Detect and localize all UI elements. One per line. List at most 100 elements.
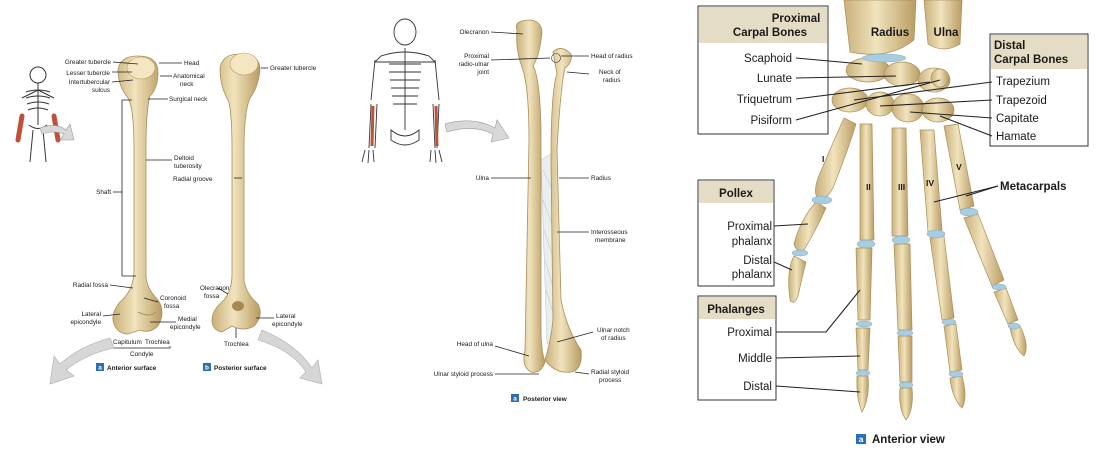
caption-posterior-surface: Posterior surface xyxy=(214,365,267,372)
proximal-carpal-title-line1: Proximal xyxy=(772,13,821,25)
label-ulnar-styloid-process: Ulnar styloid process xyxy=(434,371,493,378)
label-interosseous-membrane-line1: Interosseous xyxy=(591,229,628,236)
hand-panel: Proximal Carpal Bones Scaphoid Lunate Tr… xyxy=(690,0,1107,454)
label-radius: Radius xyxy=(871,27,909,39)
caption-anterior-surface: Anterior surface xyxy=(107,365,157,372)
pointer-arrow-icon xyxy=(39,123,75,141)
phalanges-box: Phalanges xyxy=(697,295,777,401)
pollex-box: Pollex xyxy=(697,179,775,287)
highlighted-humerus-icon xyxy=(15,113,25,143)
hand-figure: Proximal Carpal Bones Scaphoid Lunate Tr… xyxy=(697,0,1089,446)
label-olecranon-fossa-line2: fossa xyxy=(204,293,220,300)
label-deltoid-tuberosity-line2: tuberosity xyxy=(174,163,203,170)
label-phalanges-distal: Distal xyxy=(743,381,772,393)
label-proximal-radio-ulnar-joint-line1: Proximal xyxy=(464,53,489,60)
humerus-anterior-bone xyxy=(112,55,163,335)
label-head: Head xyxy=(184,60,200,67)
label-head-of-ulna: Head of ulna xyxy=(457,341,494,348)
caption-posterior-view: Posterior view xyxy=(523,396,567,403)
humerus-panel: Greater tubercle Lesser tubercle Intertu… xyxy=(0,0,345,454)
distal-carpal-box: Distal Carpal Bones xyxy=(989,33,1089,147)
label-pollex-proximal: Proximal xyxy=(727,221,772,233)
forearm-panel: Olecranon Proximal radio-ulnar joint Hea… xyxy=(345,0,690,454)
svg-text:a: a xyxy=(513,396,517,403)
pollex-title: Pollex xyxy=(719,188,753,200)
distal-carpal-title-line1: Distal xyxy=(994,40,1025,52)
label-deltoid-tuberosity-line1: Deltoid xyxy=(174,155,194,162)
label-lateral-epicondyle-posterior-line1: Lateral xyxy=(276,313,296,320)
label-olecranon: Olecranon xyxy=(460,29,490,36)
label-proximal-radio-ulnar-joint-line2: radio-ulnar xyxy=(458,61,489,68)
label-anatomical-neck-line1: Anatomical xyxy=(173,73,205,80)
label-ulnar-notch-line2: of radius xyxy=(601,335,626,342)
label-pollex-proximal-phalanx: phalanx xyxy=(732,236,773,248)
label-ulna: Ulna xyxy=(934,27,960,39)
caption-badge-a xyxy=(96,363,104,371)
proximal-carpal-box: Proximal Carpal Bones xyxy=(697,5,829,135)
forearm-figure: Olecranon Proximal radio-ulnar joint Hea… xyxy=(361,18,633,403)
label-radial-styloid-line1: Radial styloid xyxy=(591,369,629,376)
label-neck-of-radius-line2: radius xyxy=(603,77,620,84)
label-greater-tubercle-anterior: Greater tubercle xyxy=(65,59,112,66)
label-phalanges-proximal: Proximal xyxy=(727,327,772,339)
numeral-i: I xyxy=(822,154,824,164)
label-greater-tubercle-posterior: Greater tubercle xyxy=(270,65,317,72)
label-lateral-epicondyle-posterior-line2: epicondyle xyxy=(272,321,303,328)
label-surgical-neck: Surgical neck xyxy=(169,96,208,103)
label-triquetrum: Triquetrum xyxy=(737,94,792,106)
label-shaft: Shaft xyxy=(96,189,111,196)
label-radial-fossa: Radial fossa xyxy=(73,282,109,289)
label-lateral-epicondyle-anterior-line2: epicondyle xyxy=(70,319,101,326)
label-neck-of-radius-line1: Neck of xyxy=(599,69,621,76)
caption-anterior-view: Anterior view xyxy=(872,434,945,446)
distal-carpal-title-line2: Carpal Bones xyxy=(994,54,1068,66)
caption-badge-a xyxy=(511,394,519,402)
radius-bone xyxy=(544,48,582,373)
label-interosseous-membrane-line2: membrane xyxy=(595,237,626,244)
label-proximal-radio-ulnar-joint-line3: joint xyxy=(476,69,489,76)
label-head-of-radius: Head of radius xyxy=(591,53,633,60)
label-radius: Radius xyxy=(591,175,611,182)
ulna-bone xyxy=(515,19,546,373)
forearm-bones xyxy=(515,19,582,373)
hand-bones xyxy=(788,0,1027,421)
articular-cartilage xyxy=(791,53,1021,389)
label-scaphoid: Scaphoid xyxy=(744,53,792,65)
numeral-ii: II xyxy=(866,182,871,192)
label-trapezoid: Trapezoid xyxy=(996,95,1047,107)
label-trochlea-anterior: Trochlea xyxy=(145,339,170,346)
pointer-arrow-icon xyxy=(444,119,510,143)
label-coronoid-fossa-line2: fossa xyxy=(164,303,180,310)
label-olecranon-fossa-line1: Olecranon xyxy=(200,285,230,292)
label-capitate: Capitate xyxy=(996,113,1039,125)
proximal-carpal-title-line2: Carpal Bones xyxy=(733,27,807,39)
humerus-figure: Greater tubercle Lesser tubercle Intertu… xyxy=(15,52,323,385)
label-medial-epicondyle-line2: epicondyle xyxy=(170,324,201,331)
label-hamate: Hamate xyxy=(996,131,1036,143)
numeral-iii: III xyxy=(898,182,905,192)
label-coronoid-fossa-line1: Coronoid xyxy=(160,295,186,302)
phalanges-title: Phalanges xyxy=(707,304,765,316)
numeral-iv: IV xyxy=(926,178,934,188)
label-lunate: Lunate xyxy=(757,73,792,85)
label-radial-styloid-line2: process xyxy=(599,377,621,384)
label-metacarpals: Metacarpals xyxy=(1000,181,1066,193)
label-medial-epicondyle-line1: Medial xyxy=(178,316,197,323)
label-pisiform: Pisiform xyxy=(750,115,792,127)
label-trochlea-posterior: Trochlea xyxy=(224,341,249,348)
skeleton-back-thumbnail-icon xyxy=(361,18,443,164)
svg-text:a: a xyxy=(859,434,864,444)
label-pollex-distal-phalanx: phalanx xyxy=(732,269,773,281)
svg-text:a: a xyxy=(98,365,102,372)
numeral-v: V xyxy=(956,162,962,172)
highlighted-forearm-icon xyxy=(370,105,375,147)
left-curved-arrow-icon xyxy=(49,337,115,385)
label-intertubercular-sulcus-line1: Intertubercular xyxy=(69,79,111,86)
label-lateral-epicondyle-anterior-line1: Lateral xyxy=(81,311,101,318)
label-trapezium: Trapezium xyxy=(996,76,1050,88)
label-condyle: Condyle xyxy=(130,351,154,358)
label-intertubercular-sulcus-line2: sulcus xyxy=(92,87,110,94)
label-ulna: Ulna xyxy=(476,175,490,182)
label-anatomical-neck-line2: neck xyxy=(180,81,194,88)
label-pollex-distal: Distal xyxy=(743,255,772,267)
